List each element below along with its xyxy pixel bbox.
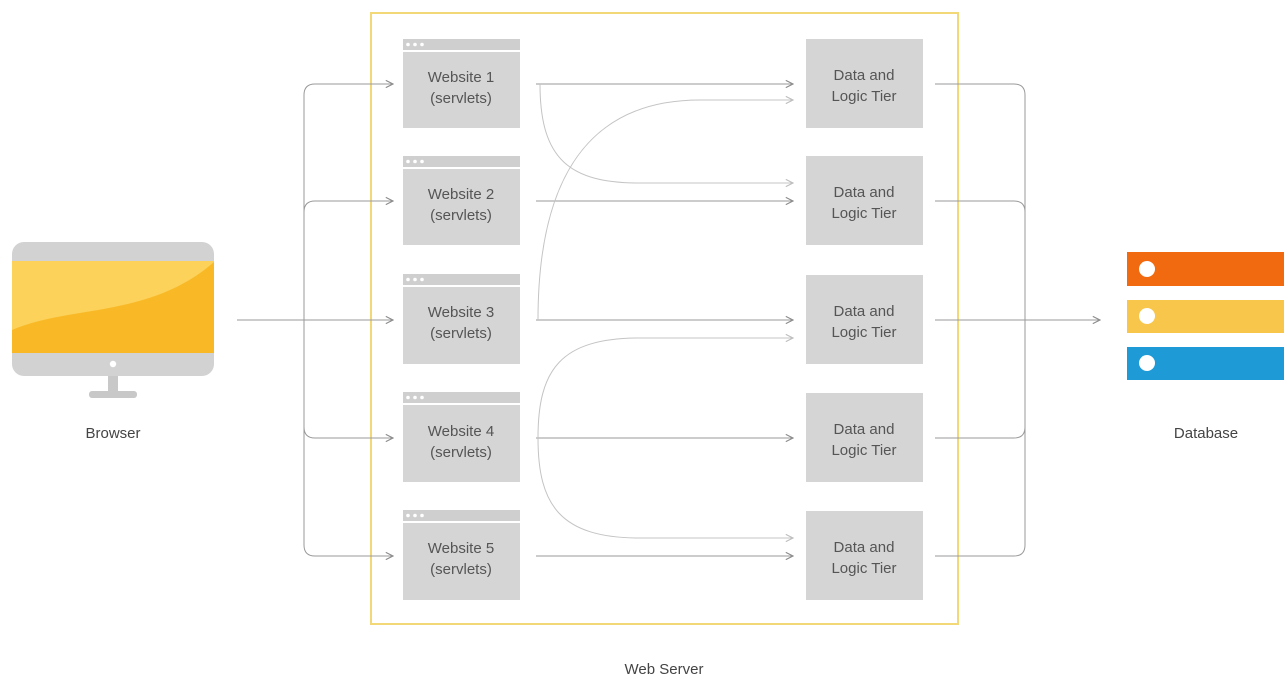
website-3-type: (servlets) <box>430 325 492 342</box>
website-4-name: Website 4 <box>428 423 494 440</box>
website-box-4: Website 4 (servlets) <box>403 392 520 482</box>
database-icon <box>1127 252 1284 380</box>
logic-tier-box-1: Data and Logic Tier <box>806 39 923 128</box>
website-4-type: (servlets) <box>430 444 492 461</box>
logic-tier-1-line1: Data and <box>834 67 895 84</box>
logic-tier-5-line1: Data and <box>834 539 895 556</box>
logic-tier-box-3: Data and Logic Tier <box>806 275 923 364</box>
website-box-2: Website 2 (servlets) <box>403 156 520 245</box>
logic-tier-box-2: Data and Logic Tier <box>806 156 923 245</box>
logic-tier-4-line1: Data and <box>834 421 895 438</box>
browser-monitor-icon <box>12 242 214 398</box>
website-1-type: (servlets) <box>430 90 492 107</box>
website-box-3: Website 3 (servlets) <box>403 274 520 364</box>
tier-database-connectors <box>935 83 1100 557</box>
web-server-label: Web Server <box>625 661 704 678</box>
logic-tier-3-line2: Logic Tier <box>831 324 896 341</box>
website-2-name: Website 2 <box>428 186 494 203</box>
website-3-name: Website 3 <box>428 304 494 321</box>
logic-tier-box-4: Data and Logic Tier <box>806 393 923 482</box>
logic-tier-3-line1: Data and <box>834 303 895 320</box>
logic-tier-1-line2: Logic Tier <box>831 88 896 105</box>
logic-tier-2-line1: Data and <box>834 184 895 201</box>
browser-label: Browser <box>85 425 140 442</box>
logic-tier-2-line2: Logic Tier <box>831 205 896 222</box>
logic-tier-5-line2: Logic Tier <box>831 560 896 577</box>
logic-tier-box-5: Data and Logic Tier <box>806 511 923 600</box>
website-box-5: Website 5 (servlets) <box>403 510 520 600</box>
website-box-1: Website 1 (servlets) <box>403 39 520 128</box>
website-5-type: (servlets) <box>430 561 492 578</box>
web-server-frame <box>370 12 959 625</box>
website-5-name: Website 5 <box>428 540 494 557</box>
logic-tier-4-line2: Logic Tier <box>831 442 896 459</box>
database-label: Database <box>1174 425 1238 442</box>
browser-connectors <box>237 84 393 556</box>
website-2-type: (servlets) <box>430 207 492 224</box>
website-tier-connectors <box>536 84 793 556</box>
website-1-name: Website 1 <box>428 69 494 86</box>
